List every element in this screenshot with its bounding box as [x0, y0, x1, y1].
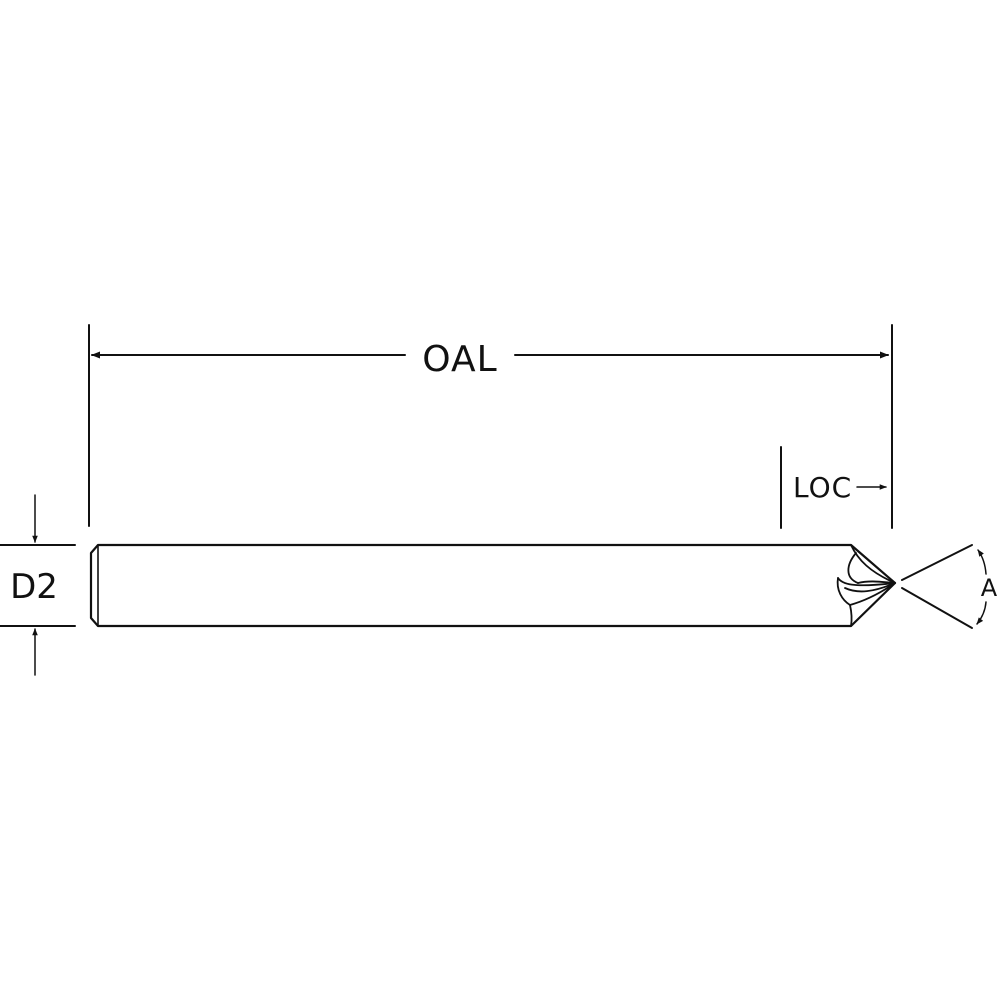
loc-label: LOC — [793, 471, 852, 504]
cutting-flutes — [836, 544, 896, 627]
angle-arc-upper — [977, 549, 987, 575]
angle-line-lower — [901, 587, 973, 629]
d2-label: D2 — [10, 567, 58, 607]
angle-arc-lower — [976, 601, 987, 625]
oal-label: OAL — [422, 339, 497, 380]
angle-line-upper — [901, 544, 973, 581]
angle-a-label: A — [981, 574, 998, 602]
tool-shank-outline — [89, 543, 897, 628]
